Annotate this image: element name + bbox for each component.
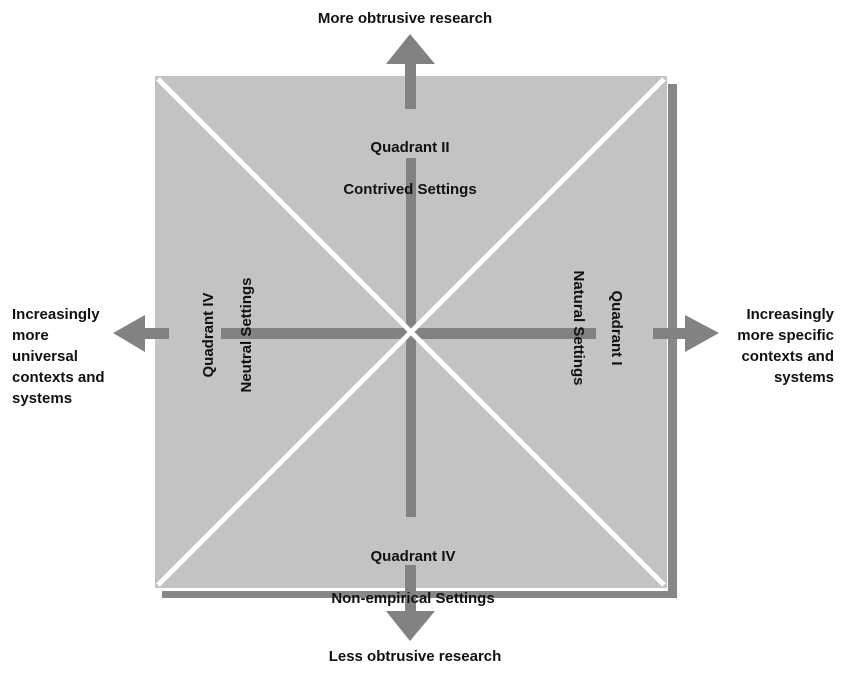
diagonal-line <box>156 77 666 587</box>
quadrant-top-name: Quadrant II <box>370 139 450 156</box>
quadrant-right-label: Quadrant I Natural Settings <box>570 228 645 428</box>
quadrant-bottom-name: Quadrant IV <box>370 548 456 565</box>
quadrant-right-setting: Natural Settings <box>570 270 587 386</box>
quadrant-left-name: Quadrant IV <box>200 292 217 378</box>
panel-shadow-bottom <box>162 591 677 598</box>
quadrant-top-setting: Contrived Settings <box>343 181 477 198</box>
quadrant-top-label: Quadrant II Contrived Settings <box>290 116 530 221</box>
axis-label-right: Increasingly more specific contexts and … <box>737 306 834 386</box>
quadrant-left-setting: Neutral Settings <box>238 277 255 393</box>
quadrant-bottom-setting: Non-empirical Settings <box>331 590 495 607</box>
axis-label-top: More obtrusive research <box>317 10 493 27</box>
axis-label-left: Increasingly more universal contexts and… <box>12 306 105 407</box>
up-arrow-icon <box>386 34 435 64</box>
right-arrow-icon <box>685 315 719 352</box>
quadrant-left-label: Quadrant IV Neutral Settings <box>180 235 255 435</box>
axis-label-bottom: Less obtrusive research <box>328 648 502 665</box>
quadrant-right-name: Quadrant I <box>608 290 625 366</box>
down-arrow-icon <box>386 611 435 641</box>
quadrant-bottom-label: Quadrant IV Non-empirical Settings <box>283 525 543 630</box>
panel-shadow-right <box>668 84 677 597</box>
left-arrow-icon <box>113 315 145 352</box>
